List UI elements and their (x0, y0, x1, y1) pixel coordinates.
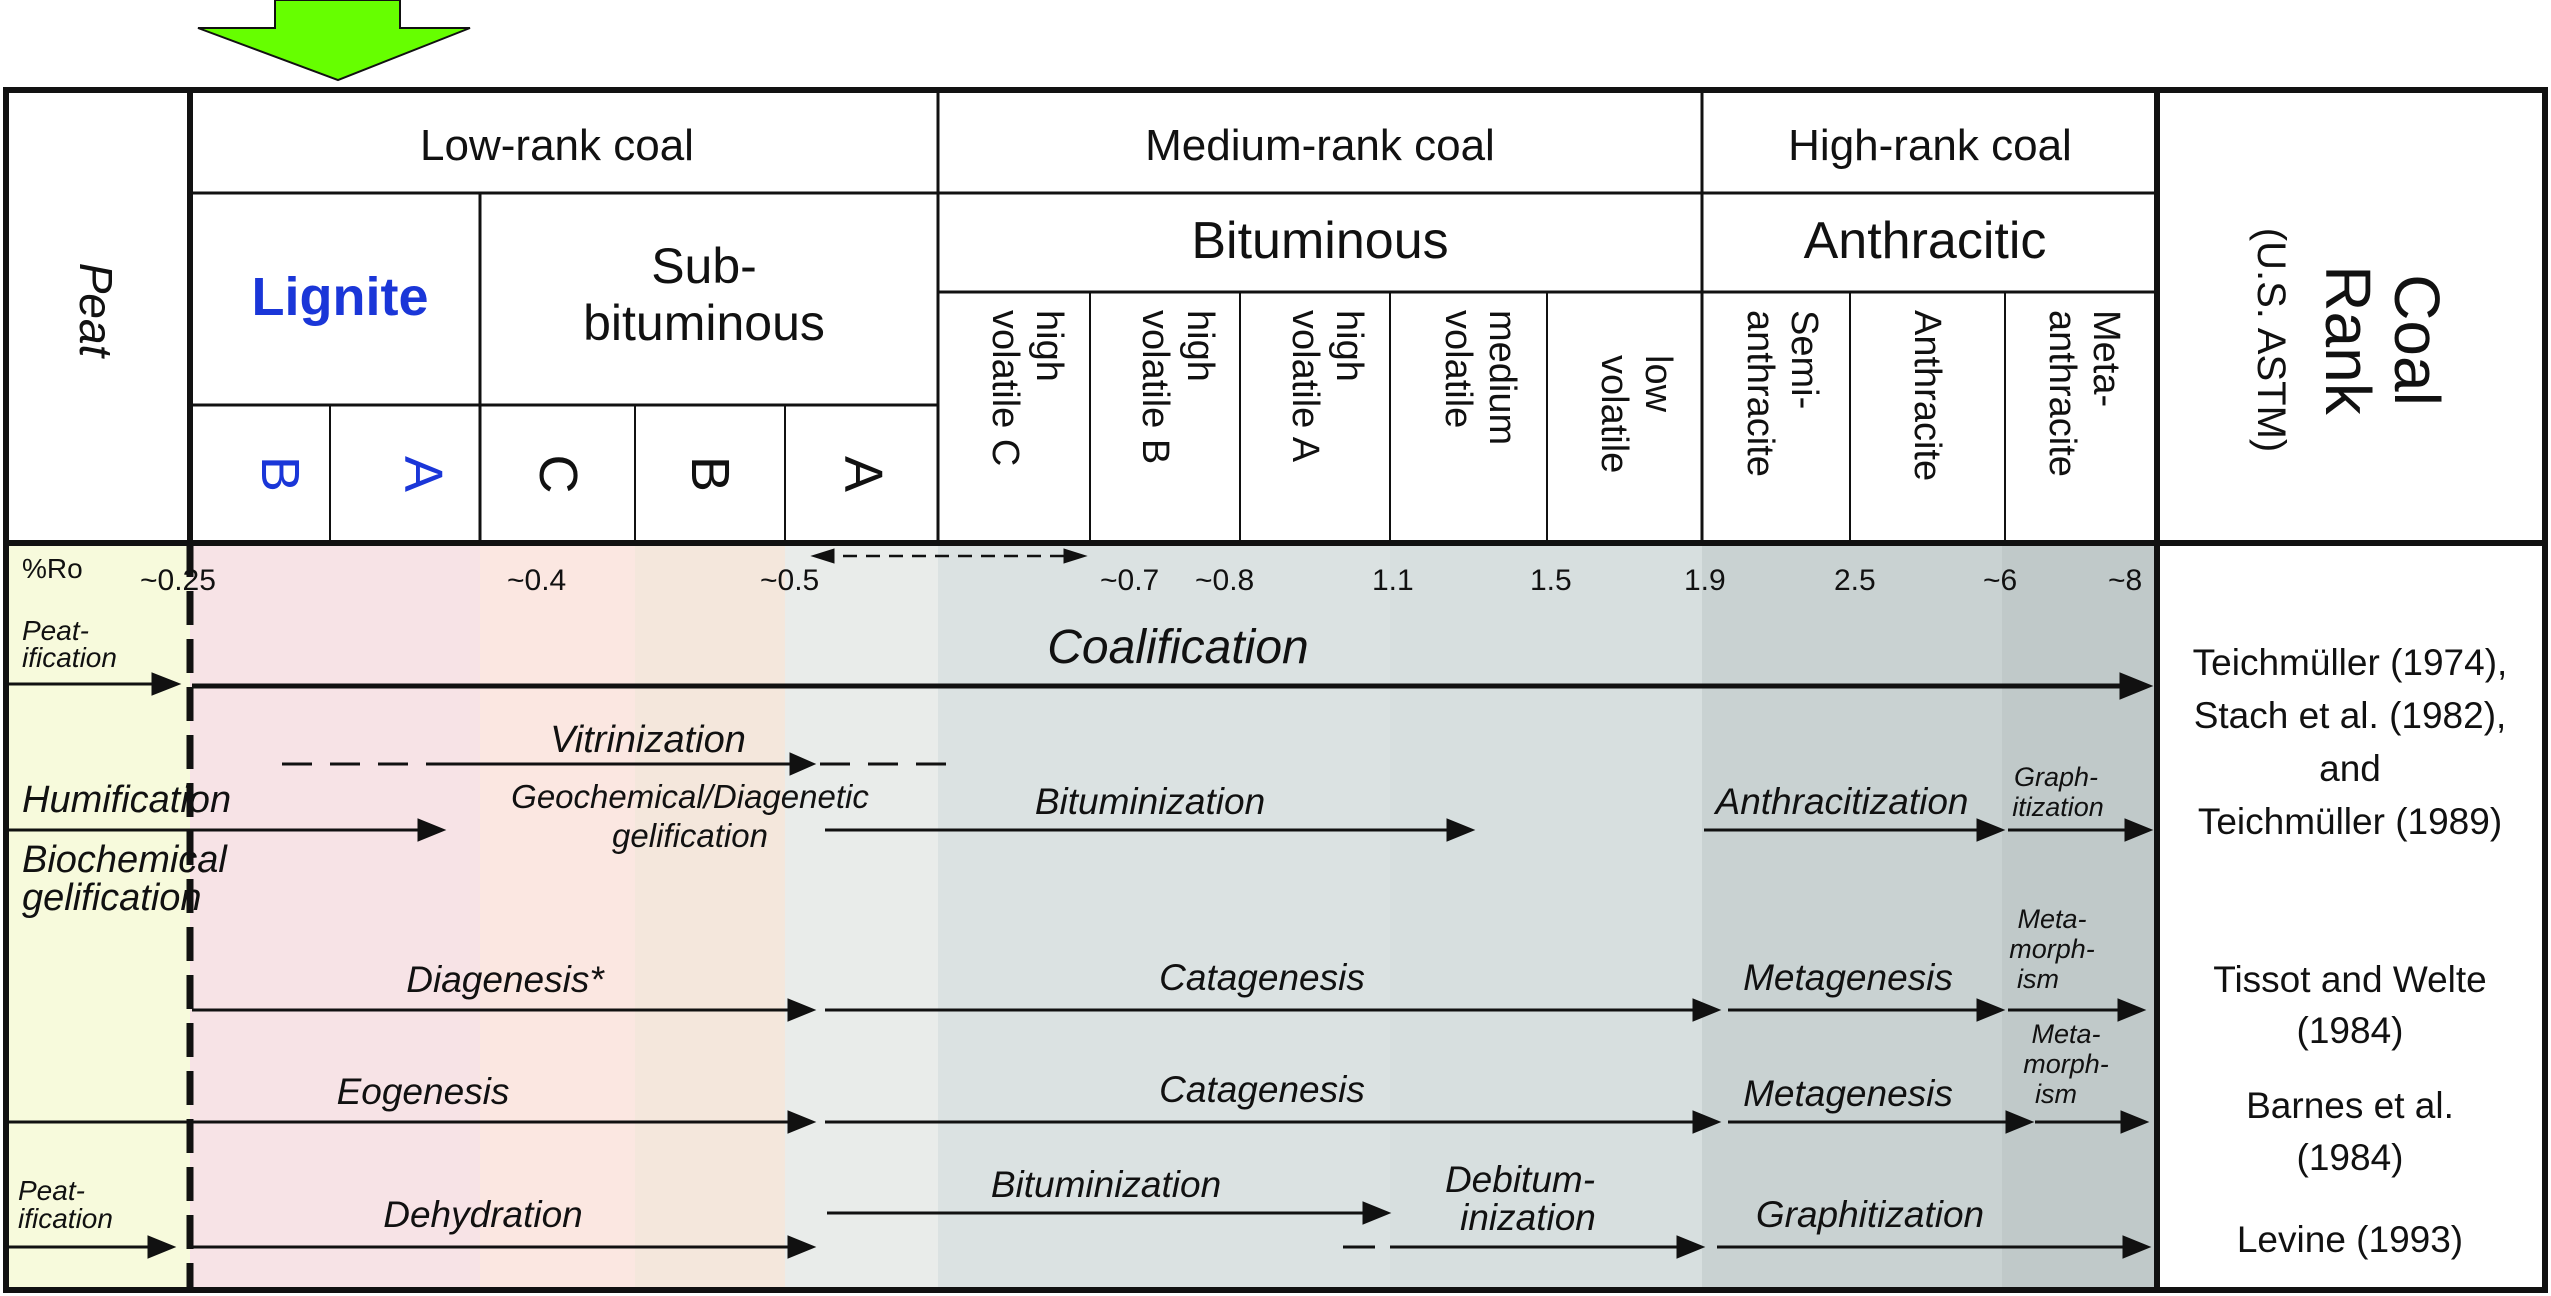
graphitization-line2: itization (2012, 792, 2104, 822)
ref-barnes-1: Barnes et al. (2246, 1085, 2454, 1126)
peatification-line1: Peat- (22, 615, 89, 646)
rank-group-high: High-rank coal (1788, 121, 2072, 170)
metamorphism-line2: morph- (2009, 934, 2095, 964)
anthracite-label: Anthracite (1906, 310, 1948, 481)
lignite-a-label: A (393, 456, 453, 492)
band-lignite (190, 543, 480, 1291)
rank-group-medium: Medium-rank coal (1145, 121, 1495, 170)
band-hv-c (938, 543, 1390, 1291)
metamorphism2-line3: ism (2035, 1079, 2077, 1109)
rank-group-low: Low-rank coal (420, 121, 694, 170)
ro-tick-05: ~0.5 (760, 564, 819, 597)
mv-line2: volatile (1437, 310, 1479, 428)
hv-c-line2: volatile C (984, 310, 1026, 466)
ref-teich-1: Teichmüller (1974), (2193, 642, 2508, 683)
lignite-label: Lignite (252, 267, 429, 327)
hv-b-line1: high (1179, 310, 1221, 382)
coal-rank-label-1: Coal (2381, 274, 2453, 406)
coal-rank-label-3: (U.S. ASTM) (2249, 228, 2293, 452)
peat-label: Peat (70, 263, 122, 360)
ref-levine: Levine (1993) (2237, 1219, 2463, 1260)
peatification2-line2: ification (18, 1203, 113, 1234)
semi-anthracite-line2: anthracite (1739, 310, 1781, 477)
metagenesis-label: Metagenesis (1743, 957, 1953, 998)
peatification-line2: ification (22, 642, 117, 673)
biochemical-line2: gelification (22, 877, 202, 919)
ref-teich-2: Stach et al. (1982), (2194, 695, 2507, 736)
hv-b-line2: volatile B (1134, 310, 1176, 464)
lignite-b-label: B (250, 456, 310, 492)
table-grid (3, 87, 2548, 1293)
subbit-c-label: C (528, 455, 588, 494)
ro-tick-6: ~6 (1983, 564, 2017, 597)
anthracitization-label: Anthracitization (1714, 781, 1969, 822)
graphitization-line1: Graph- (2014, 762, 2098, 792)
bituminous-label: Bituminous (1191, 212, 1448, 270)
band-peat (6, 543, 190, 1291)
ref-barnes-2: (1984) (2297, 1137, 2404, 1178)
bituminization-label-2: Bituminization (991, 1164, 1221, 1205)
ro-tick-8: ~8 (2108, 564, 2142, 597)
band-anthracitic (1702, 543, 2002, 1291)
biochemical-line1: Biochemical (22, 839, 228, 881)
metamorphism2-line2: morph- (2023, 1049, 2109, 1079)
debituminization-line1: Debitum- (1445, 1159, 1595, 1200)
lv-line1: low (1637, 355, 1679, 413)
anthracitic-label: Anthracitic (1804, 212, 2047, 270)
vitrinization-label: Vitrinization (550, 719, 746, 761)
semi-anthracite-line1: Semi- (1783, 310, 1825, 409)
metagenesis-label-2: Metagenesis (1743, 1073, 1953, 1114)
ref-teich-3: and (2319, 748, 2381, 789)
ref-tissot-1: Tissot and Welte (2213, 959, 2487, 1000)
ro-tick-11: 1.1 (1372, 564, 1414, 597)
band-subbit-a (785, 543, 938, 1291)
ref-tissot-2: (1984) (2297, 1010, 2404, 1051)
coalification-label: Coalification (1047, 621, 1308, 674)
geochemical-line2: gelification (612, 817, 768, 854)
ro-label: %Ro (22, 553, 83, 584)
humification-label: Humification (22, 779, 231, 821)
ro-tick-04: ~0.4 (507, 564, 566, 597)
coal-rank-label-2: Rank (2312, 265, 2384, 415)
hv-a-line2: volatile A (1284, 310, 1326, 463)
graphitization-label: Graphitization (1756, 1194, 1984, 1235)
band-bituminous (1390, 543, 1702, 1291)
subbit-a-label: A (833, 456, 893, 492)
debituminization-line2: inization (1460, 1197, 1596, 1238)
ro-tick-025: ~0.25 (140, 564, 216, 597)
metamorphism-line1: Meta- (2017, 904, 2086, 934)
band-subbit-b (635, 543, 785, 1291)
subbituminous-label-1: Sub- (651, 238, 757, 294)
metamorphism-line3: ism (2017, 964, 2059, 994)
metamorphism2-line1: Meta- (2031, 1019, 2100, 1049)
ro-tick-25: 2.5 (1834, 564, 1876, 597)
lv-line2: volatile (1593, 355, 1635, 473)
process-arrows (6, 543, 2154, 1290)
band-subbit-c (480, 543, 635, 1291)
ro-tick-08: ~0.8 (1195, 564, 1254, 597)
geochemical-line1: Geochemical/Diagenetic (511, 778, 869, 815)
green-down-arrow-icon (197, 0, 471, 82)
ref-teich-4: Teichmüller (1989) (2198, 801, 2502, 842)
hv-c-line1: high (1028, 310, 1070, 382)
meta-anthracite-line1: Meta- (2085, 310, 2127, 407)
catagenesis-label-2: Catagenesis (1159, 1069, 1365, 1110)
meta-anthracite-line2: anthracite (2041, 310, 2083, 477)
band-meta (2002, 543, 2157, 1291)
catagenesis-label: Catagenesis (1159, 957, 1365, 998)
subbituminous-label-2: bituminous (583, 295, 825, 351)
rank-color-bands (6, 543, 2157, 1291)
bituminization-label: Bituminization (1035, 781, 1265, 822)
hv-a-line1: high (1328, 310, 1370, 382)
ro-tick-15: 1.5 (1530, 564, 1572, 597)
mv-line1: medium (1481, 310, 1523, 445)
eogenesis-label: Eogenesis (337, 1071, 510, 1112)
diagenesis-label: Diagenesis* (406, 959, 605, 1000)
dehydration-label: Dehydration (383, 1194, 583, 1235)
peatification2-line1: Peat- (18, 1175, 85, 1206)
subbit-b-label: B (680, 456, 740, 492)
ro-tick-19: 1.9 (1684, 564, 1726, 597)
ro-tick-07: ~0.7 (1100, 564, 1159, 597)
